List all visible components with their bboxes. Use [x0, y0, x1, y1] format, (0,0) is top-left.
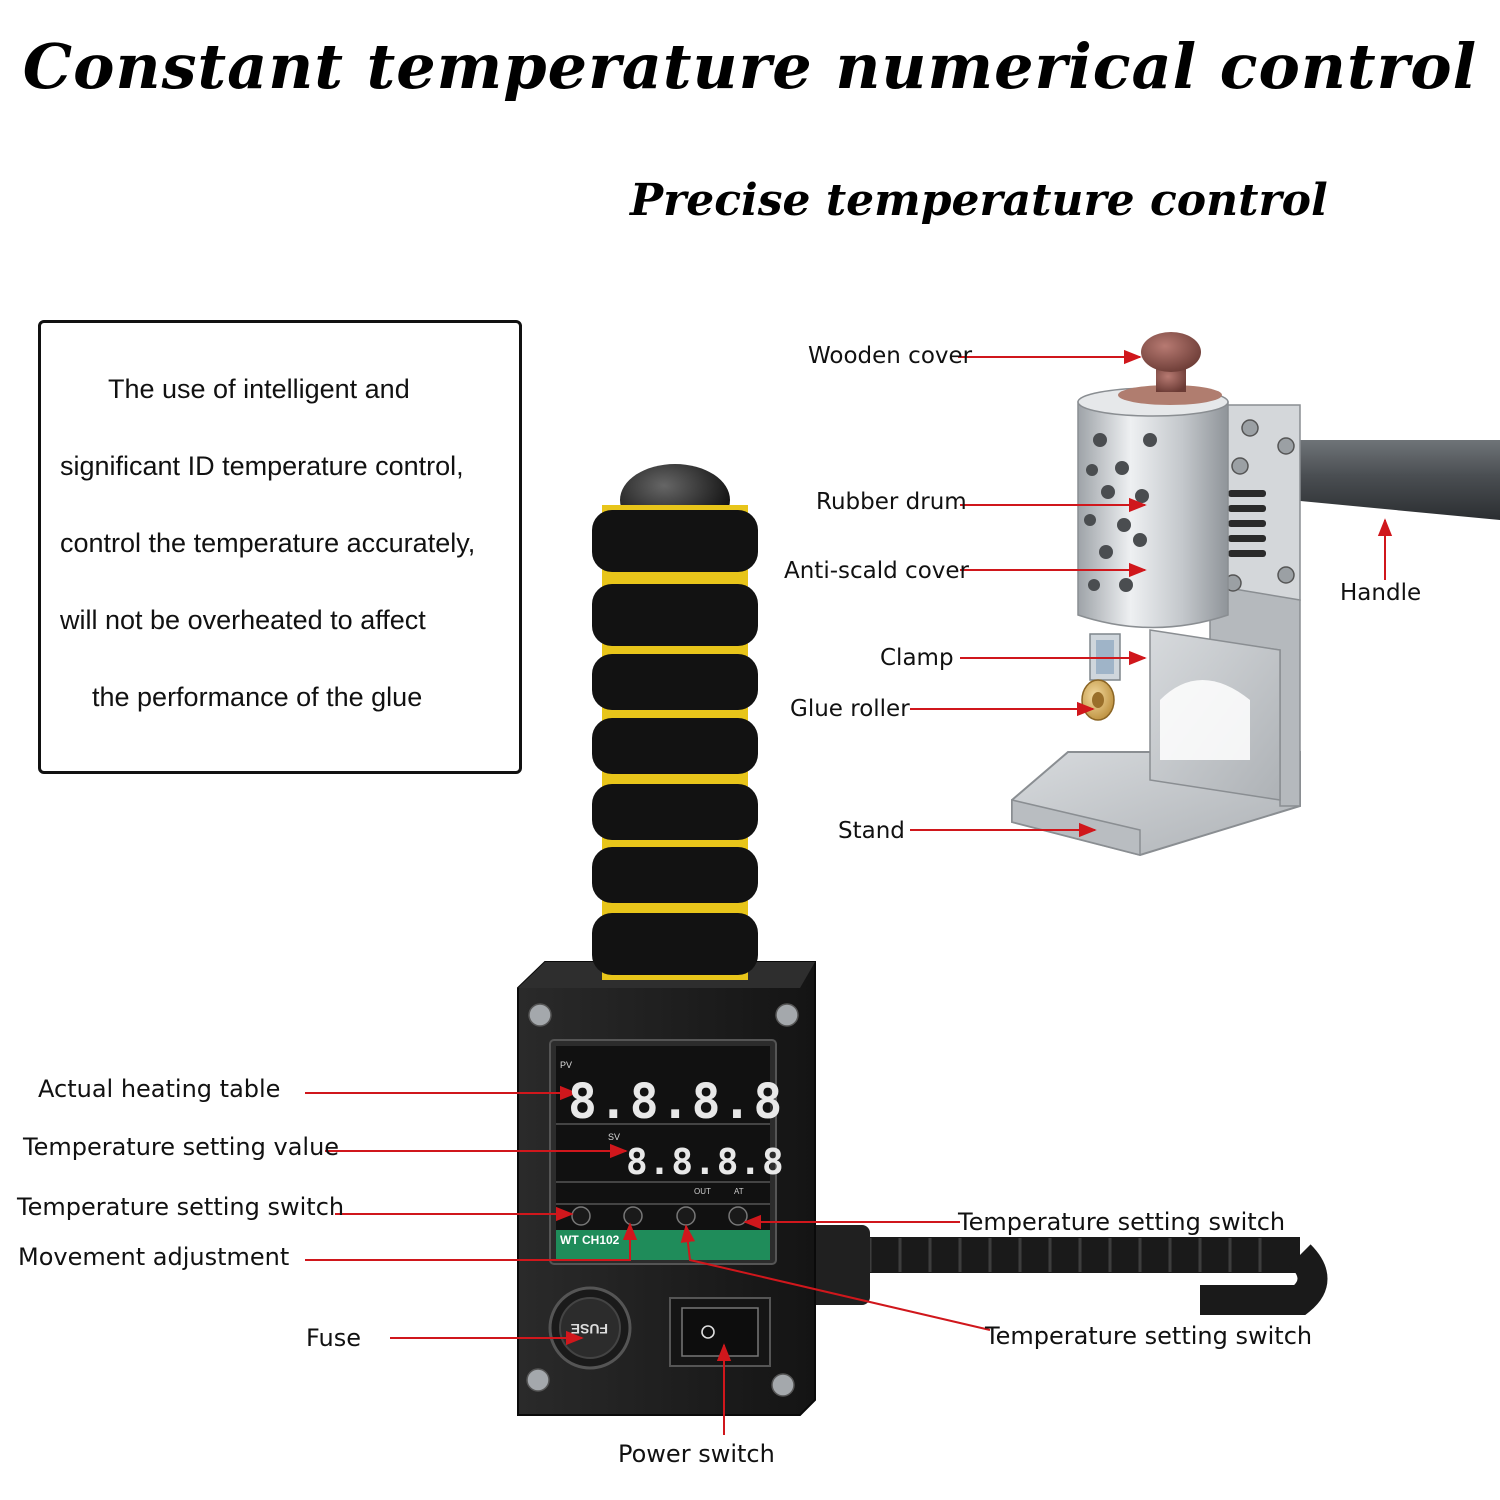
- label-fuse: Fuse: [306, 1324, 361, 1352]
- description-line-1: The use of intelligent and: [108, 374, 410, 404]
- label-handle: Handle: [1340, 580, 1422, 606]
- label-actual-heating-table: Actual heating table: [38, 1075, 281, 1103]
- handle-grip: [1290, 440, 1500, 520]
- callout-arrows: [305, 349, 1393, 1435]
- label-rubber-drum: Rubber drum: [816, 489, 967, 515]
- at-label: AT: [734, 1187, 744, 1196]
- foam-handle: [592, 464, 758, 980]
- label-power-switch: Power switch: [618, 1440, 775, 1468]
- description-line-3: control the temperature accurately,: [60, 528, 476, 558]
- pv-display-digits: 8.8.8.8: [568, 1074, 784, 1130]
- power-cable: [800, 1225, 1328, 1315]
- description-line-4: will not be overheated to affect: [60, 605, 426, 635]
- label-glue-roller: Glue roller: [790, 696, 910, 722]
- label-movement-adjustment: Movement adjustment: [18, 1243, 290, 1271]
- fuse-cap-text: FUSE: [571, 1321, 608, 1337]
- out-label: OUT: [694, 1187, 711, 1196]
- sv-display-digits: 8.8.8.8: [626, 1142, 785, 1183]
- label-anti-scald-cover: Anti-scald cover: [784, 558, 969, 584]
- label-wooden-cover: Wooden cover: [808, 343, 973, 369]
- label-clamp: Clamp: [880, 645, 954, 671]
- label-temperature-setting-switch-right-2: Temperature setting switch: [985, 1322, 1313, 1350]
- page-title: Constant temperature numerical control: [22, 30, 1478, 103]
- label-stand: Stand: [838, 818, 905, 844]
- description-line-5: the performance of the glue: [92, 682, 423, 712]
- controller-model-label: WT CH102: [560, 1233, 620, 1247]
- description-box: [38, 320, 522, 774]
- pv-label: PV: [560, 1060, 572, 1070]
- temperature-controller: [517, 464, 1328, 1416]
- label-temperature-setting-switch-right-1: Temperature setting switch: [958, 1208, 1286, 1236]
- description-line-2: significant ID temperature control,: [60, 451, 464, 481]
- label-temperature-setting-switch-left: Temperature setting switch: [17, 1193, 345, 1221]
- label-temperature-setting-value: Temperature setting value: [23, 1133, 340, 1161]
- page-subtitle: Precise temperature control: [630, 175, 1328, 226]
- sv-label: SV: [608, 1132, 620, 1142]
- glue-pot: [1011, 332, 1500, 857]
